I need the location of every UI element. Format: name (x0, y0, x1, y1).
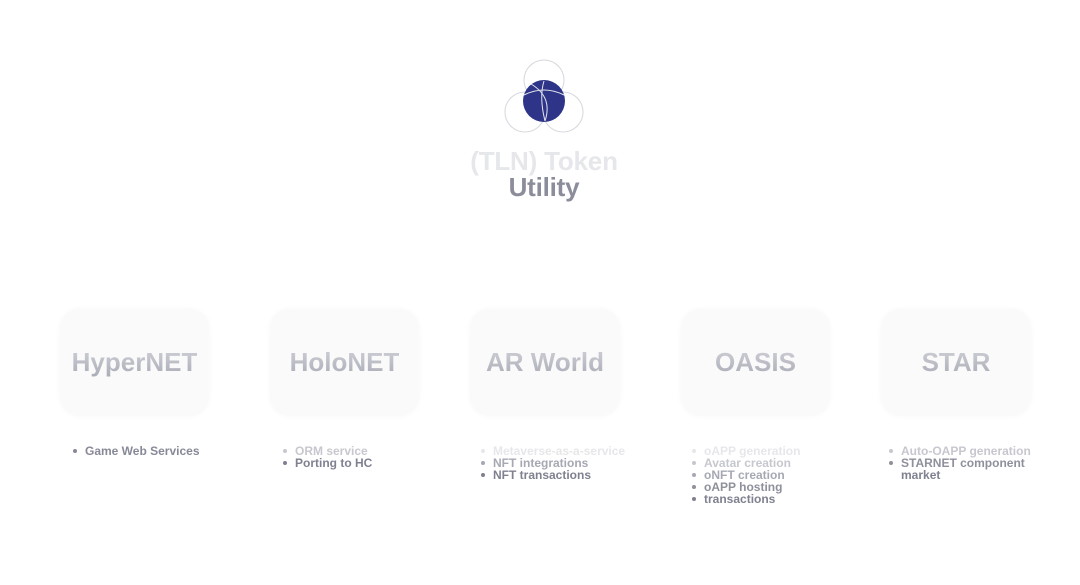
title-line-2: Utility (508, 172, 580, 202)
list-item: NFT integrations (481, 457, 625, 469)
card-label: STAR (921, 347, 991, 377)
hypernet-feature-list: Game Web Services (73, 445, 200, 457)
card-holonet[interactable]: HoloNET (270, 309, 419, 416)
ar-world-feature-list: Metaverse-as-a-service NFT integrations … (481, 445, 625, 481)
oasis-feature-list: oAPP generation Avatar creation oNFT cre… (692, 445, 800, 505)
list-item: ORM service (283, 445, 372, 457)
list-item: STARNET component (889, 457, 1031, 469)
card-label: AR World (486, 347, 604, 377)
list-item: Porting to HC (283, 457, 372, 469)
list-item: Avatar creation (692, 457, 800, 469)
list-item-continuation: market (901, 468, 941, 482)
card-hypernet[interactable]: HyperNET (60, 309, 209, 416)
list-item: transactions (692, 493, 800, 505)
card-star[interactable]: STAR (881, 309, 1031, 416)
card-label: OASIS (715, 347, 796, 377)
list-item: oAPP generation (692, 445, 800, 457)
list-item: oAPP hosting (692, 481, 800, 493)
card-ar-world[interactable]: AR World (470, 309, 620, 416)
list-item: oNFT creation (692, 469, 800, 481)
card-label: HyperNET (71, 347, 198, 377)
title-line-3 (0, 212, 1080, 246)
card-oasis[interactable]: OASIS (681, 309, 830, 416)
list-item: NFT transactions (481, 469, 625, 481)
tri-circle-logo-icon (504, 59, 584, 133)
holonet-feature-list: ORM service Porting to HC (283, 445, 372, 469)
list-item: Game Web Services (73, 445, 200, 457)
title-line-1: (TLN) Token (470, 146, 618, 176)
list-item: Auto-OAPP generation (889, 445, 1031, 457)
card-label: HoloNET (289, 347, 400, 377)
star-feature-list: Auto-OAPP generation STARNET component m… (889, 445, 1031, 481)
list-item: Metaverse-as-a-service (481, 445, 625, 457)
